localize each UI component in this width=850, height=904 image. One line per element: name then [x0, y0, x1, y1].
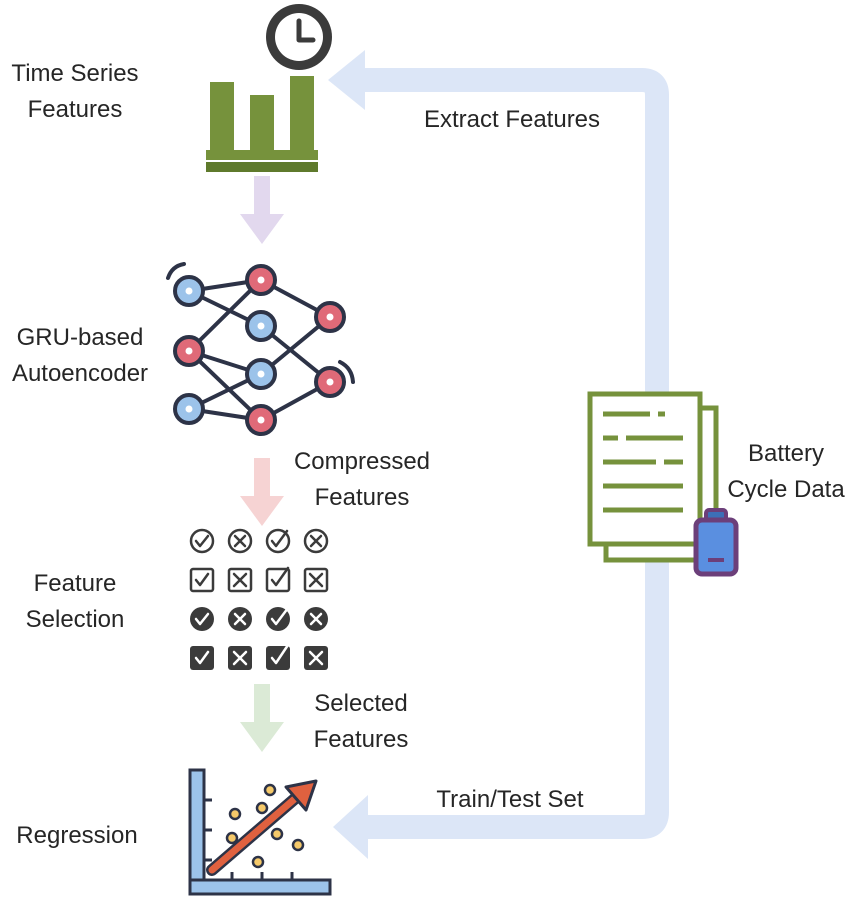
time-series-label: Time Series Features: [10, 56, 140, 128]
clock-icon: [266, 4, 332, 70]
extract-features-label: Extract Features: [423, 106, 601, 133]
compressed-features-line1: Compressed: [293, 448, 431, 475]
regression-label: Regression: [12, 818, 142, 854]
compressed-features-line2: Features: [314, 484, 410, 511]
battery-label: Battery Cycle Data: [724, 436, 848, 508]
extract-features-arrow: [328, 50, 669, 410]
arrow-compressed: [240, 458, 284, 526]
feature-selection-label-line1: Feature: [33, 570, 117, 597]
battery-label-line1: Battery: [747, 440, 825, 467]
arrow-selected: [240, 684, 284, 752]
neural-network-icon: [166, 262, 355, 436]
autoencoder-label-line1: GRU-based: [16, 324, 144, 351]
autoencoder-label-line2: Autoencoder: [11, 360, 149, 387]
time-series-icon: [206, 4, 332, 172]
autoencoder-label: GRU-based Autoencoder: [2, 320, 158, 392]
selected-features-label: Selected Features: [296, 686, 426, 758]
feature-selection-icon: [189, 528, 329, 670]
feature-selection-label-line2: Selection: [25, 606, 125, 633]
battery-label-line2: Cycle Data: [727, 476, 845, 503]
compressed-features-label: Compressed Features: [282, 444, 442, 516]
train-test-label: Train/Test Set: [436, 786, 584, 813]
battery-data-icon: [587, 391, 739, 577]
feature-selection-label: Feature Selection: [10, 566, 140, 638]
train-test-arrow: [333, 530, 669, 859]
regression-label-text: Regression: [16, 822, 138, 849]
time-series-label-line1: Time Series: [11, 60, 139, 87]
time-series-label-line2: Features: [27, 96, 123, 123]
regression-icon: [188, 768, 332, 896]
selected-features-line1: Selected: [314, 690, 408, 717]
battery-icon: [693, 508, 739, 577]
arrow-to-autoencoder: [240, 176, 284, 244]
selected-features-line2: Features: [313, 726, 409, 753]
